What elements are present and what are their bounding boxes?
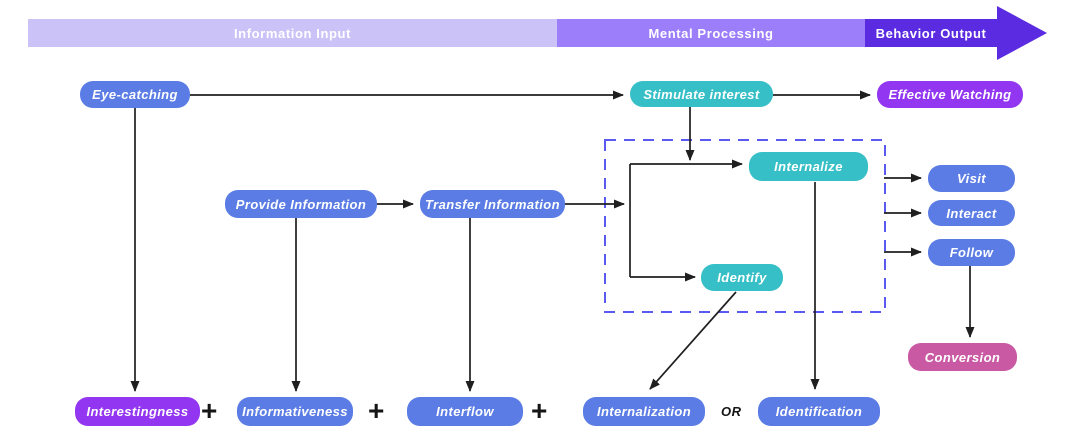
node-provide-information: Provide Information bbox=[225, 190, 377, 218]
node-internalization: Internalization bbox=[583, 397, 705, 426]
node-interestingness: Interestingness bbox=[75, 397, 200, 426]
node-visit: Visit bbox=[928, 165, 1015, 192]
mental-processing-dashed-box bbox=[604, 139, 886, 313]
node-identification: Identification bbox=[758, 397, 880, 426]
banner-label-behavior-output: Behavior Output bbox=[875, 25, 987, 41]
plus-operator-2: + bbox=[368, 395, 385, 426]
node-interact: Interact bbox=[928, 200, 1015, 226]
banner-segment-mental-processing: Mental Processing bbox=[557, 19, 865, 47]
banner-arrowhead bbox=[997, 6, 1047, 60]
or-operator: OR bbox=[721, 404, 742, 419]
banner-label-mental-processing: Mental Processing bbox=[648, 25, 774, 41]
node-stimulate-interest: Stimulate interest bbox=[630, 81, 773, 107]
banner-label-information-input: Information Input bbox=[233, 25, 352, 41]
banner-segment-behavior-output: Behavior Output bbox=[865, 19, 997, 47]
node-follow: Follow bbox=[928, 239, 1015, 266]
node-eye-catching: Eye-catching bbox=[80, 81, 190, 108]
banner-segment-information-input: Information Input bbox=[28, 19, 557, 47]
node-conversion: Conversion bbox=[908, 343, 1017, 371]
node-internalize: Internalize bbox=[749, 152, 868, 181]
node-interflow: Interflow bbox=[407, 397, 523, 426]
plus-operator-3: + bbox=[531, 395, 548, 426]
connector-identify-to-internalization bbox=[649, 291, 737, 390]
plus-operator-1: + bbox=[201, 395, 218, 426]
node-effective-watching: Effective Watching bbox=[877, 81, 1023, 108]
node-transfer-information: Transfer Information bbox=[420, 190, 565, 218]
node-identify: Identify bbox=[701, 264, 783, 291]
node-informativeness: Informativeness bbox=[237, 397, 353, 426]
